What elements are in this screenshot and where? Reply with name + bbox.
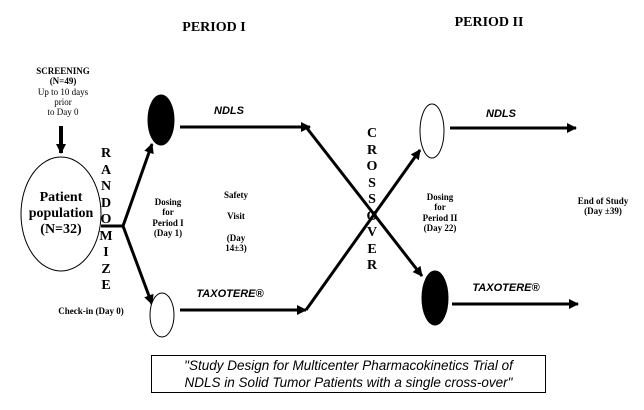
crossover-down-arrow bbox=[304, 126, 424, 277]
caption-line2: NDLS in Solid Tumor Patients with a sing… bbox=[184, 375, 513, 390]
arm-label-ndls-period1: NDLS bbox=[214, 105, 244, 117]
screening-block: SCREENING (N=49) Up to 10 days prior to … bbox=[18, 66, 108, 118]
period2-node-empty bbox=[419, 103, 445, 159]
population-label: Patient population (N=32) bbox=[21, 190, 101, 238]
period1-node-empty bbox=[149, 292, 175, 338]
period1-title: PERIOD I bbox=[182, 20, 246, 35]
branch-down-arrow bbox=[121, 225, 154, 305]
period2-title: PERIOD II bbox=[454, 15, 524, 30]
period2-node-filled bbox=[421, 270, 449, 326]
screening-line3: to Day 0 bbox=[47, 107, 79, 118]
population-line2: population bbox=[28, 206, 94, 221]
population-line3: (N=32) bbox=[40, 222, 82, 237]
arm-label-ndls-period2: NDLS bbox=[486, 108, 516, 120]
population-line1: Patient bbox=[39, 190, 83, 205]
diagram-caption: "Study Design for Multicenter Pharmacoki… bbox=[151, 355, 546, 393]
crossover-up-arrow bbox=[304, 149, 422, 311]
screening-title: SCREENING bbox=[36, 66, 90, 76]
arm-label-taxotere-period2: TAXOTERE® bbox=[472, 282, 540, 294]
caption-line1: "Study Design for Multicenter Pharmacoki… bbox=[184, 358, 513, 373]
period1-node-filled bbox=[147, 94, 175, 146]
end-of-study-label: End of Study(Day ±39) bbox=[577, 196, 629, 217]
screening-line2: prior bbox=[54, 97, 72, 108]
arm-label-taxotere-period1: TAXOTERE® bbox=[196, 288, 264, 300]
checkin-label: Check-in (Day 0) bbox=[58, 306, 124, 316]
screening-count: (N=49) bbox=[49, 76, 77, 87]
screening-line1: Up to 10 days bbox=[37, 86, 89, 97]
population-ellipse bbox=[20, 156, 102, 272]
branch-up-arrow bbox=[121, 143, 154, 227]
